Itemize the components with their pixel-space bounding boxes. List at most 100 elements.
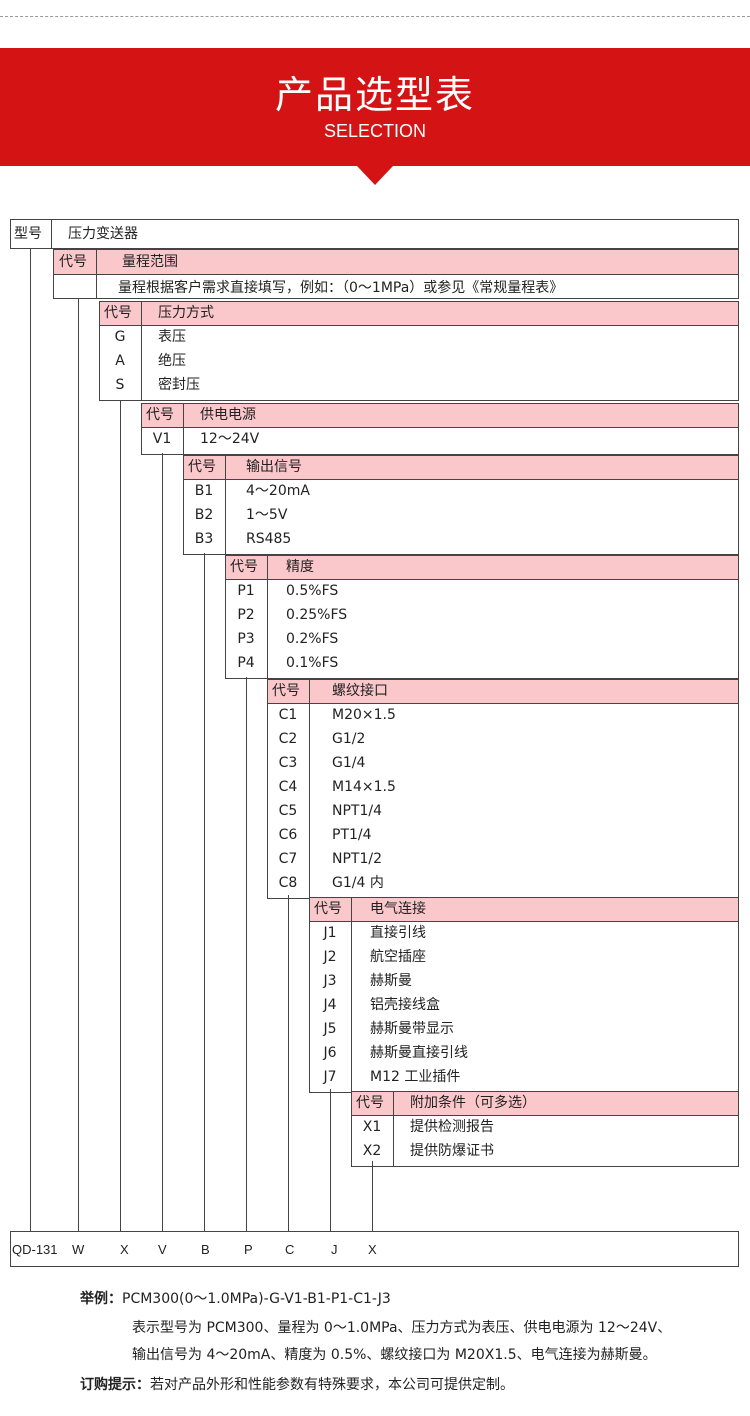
thread-desc-8: G1/4 内 — [332, 875, 384, 891]
electrical-code-4: J4 — [323, 997, 337, 1013]
output-box — [183, 455, 739, 555]
thread-desc-7: NPT1/2 — [332, 851, 382, 867]
output-header-fill — [184, 456, 739, 479]
power-code-1: V1 — [152, 431, 172, 447]
accuracy-code-3: P3 — [237, 631, 255, 647]
extra-title: 附加条件（可多选） — [410, 1095, 536, 1111]
electrical-desc-5: 赫斯曼带显示 — [370, 1021, 454, 1037]
electrical-code-5: J5 — [323, 1021, 337, 1037]
range-title: 量程范围 — [122, 254, 178, 270]
accuracy-code-1: P1 — [237, 583, 255, 599]
code-row-item-8: J — [331, 1242, 338, 1257]
thread-code-2: C2 — [278, 731, 298, 747]
pressure-code-2: A — [115, 353, 125, 369]
pressure-box — [99, 301, 739, 401]
connector-line-5 — [204, 553, 205, 1231]
electrical-desc-4: 铝壳接线盒 — [370, 997, 440, 1013]
model-divider — [51, 219, 52, 249]
extra-box — [351, 1091, 739, 1167]
code-row-item-1: QD-131 — [12, 1242, 58, 1257]
power-divider — [183, 403, 184, 455]
pressure-code-1: G — [114, 329, 126, 345]
range-note: 量程根据客户需求直接填写，例如：（0～1MPa）或参见《常规量程表》 — [118, 280, 564, 296]
extra-desc-1: 提供检测报告 — [410, 1119, 494, 1135]
range-divider — [96, 249, 97, 299]
thread-desc-3: G1/4 — [332, 755, 366, 771]
order-note: 订购提示：若对产品外形和性能参数有特殊要求，本公司可提供定制。 — [80, 1377, 514, 1393]
power-code-header: 代号 — [146, 407, 174, 423]
power-header-line — [141, 427, 739, 428]
thread-desc-4: M14×1.5 — [332, 779, 396, 795]
electrical-code-7: J7 — [323, 1069, 337, 1085]
electrical-code-header: 代号 — [314, 901, 342, 917]
electrical-desc-6: 赫斯曼直接引线 — [370, 1045, 468, 1061]
power-header-fill — [142, 404, 739, 427]
extra-code-2: X2 — [362, 1143, 382, 1159]
example-label: 举例： — [80, 1291, 122, 1307]
accuracy-header-line — [225, 579, 739, 580]
connector-line-6 — [246, 677, 247, 1231]
electrical-code-6: J6 — [323, 1045, 337, 1061]
thread-divider — [309, 679, 310, 899]
accuracy-box — [225, 555, 739, 679]
pressure-desc-3: 密封压 — [158, 377, 200, 393]
output-code-3: B3 — [194, 531, 214, 547]
thread-code-7: C7 — [278, 851, 298, 867]
pressure-title: 压力方式 — [158, 305, 214, 321]
output-code-2: B2 — [194, 507, 214, 523]
electrical-desc-3: 赫斯曼 — [370, 973, 412, 989]
electrical-desc-2: 航空插座 — [370, 949, 426, 965]
thread-header-line — [267, 703, 739, 704]
thread-desc-6: PT1/4 — [332, 827, 372, 843]
accuracy-desc-4: 0.1%FS — [286, 655, 339, 671]
thread-header-fill — [268, 680, 739, 703]
output-divider — [225, 455, 226, 555]
code-row-box — [10, 1231, 739, 1267]
electrical-header-line — [309, 921, 739, 922]
accuracy-code-2: P2 — [237, 607, 255, 623]
pressure-desc-2: 绝压 — [158, 353, 186, 369]
connector-line-3 — [120, 401, 121, 1231]
power-title: 供电电源 — [200, 407, 256, 423]
connector-line-7 — [288, 895, 289, 1231]
pressure-desc-1: 表压 — [158, 329, 186, 345]
pressure-code-header: 代号 — [104, 305, 132, 321]
model-row-box — [10, 219, 739, 249]
thread-code-8: C8 — [278, 875, 298, 891]
electrical-code-2: J2 — [323, 949, 337, 965]
connector-line-8 — [330, 1089, 331, 1231]
power-box — [141, 403, 739, 455]
code-row-item-4: V — [158, 1242, 167, 1257]
accuracy-desc-3: 0.2%FS — [286, 631, 339, 647]
output-code-1: B1 — [194, 483, 214, 499]
thread-title: 螺纹接口 — [332, 683, 388, 699]
extra-code-header: 代号 — [356, 1095, 384, 1111]
example-code: PCM300(0～1.0MPa)-G-V1-B1-P1-C1-J3 — [122, 1291, 391, 1307]
banner-notch — [357, 166, 393, 185]
accuracy-header-fill — [226, 556, 739, 579]
example-explanation-1: 表示型号为 PCM300、量程为 0～1.0MPa、压力方式为表压、供电电源为 … — [132, 1320, 672, 1336]
range-header-line — [53, 274, 739, 275]
extra-desc-2: 提供防爆证书 — [410, 1143, 494, 1159]
electrical-code-3: J3 — [323, 973, 337, 989]
code-row-item-5: B — [201, 1242, 210, 1257]
thread-desc-5: NPT1/4 — [332, 803, 382, 819]
electrical-desc-7: M12 工业插件 — [370, 1069, 461, 1085]
pressure-divider — [141, 301, 142, 401]
order-label: 订购提示： — [80, 1377, 150, 1393]
electrical-header-fill — [310, 898, 739, 921]
connector-line-1 — [30, 249, 31, 1231]
connector-line-4 — [162, 453, 163, 1231]
accuracy-title: 精度 — [286, 559, 314, 575]
example-line: 举例：PCM300(0～1.0MPa)-G-V1-B1-P1-C1-J3 — [80, 1291, 391, 1307]
example-explanation-2: 输出信号为 4～20mA、精度为 0.5%、螺纹接口为 M20X1.5、电气连接… — [132, 1347, 657, 1363]
code-row-item-3: X — [120, 1242, 129, 1257]
output-header-line — [183, 479, 739, 480]
pressure-header-line — [99, 325, 739, 326]
thread-code-1: C1 — [278, 707, 298, 723]
electrical-divider — [351, 897, 352, 1093]
accuracy-code-4: P4 — [237, 655, 255, 671]
extra-code-1: X1 — [362, 1119, 382, 1135]
electrical-title: 电气连接 — [370, 901, 426, 917]
output-desc-3: RS485 — [246, 531, 292, 547]
